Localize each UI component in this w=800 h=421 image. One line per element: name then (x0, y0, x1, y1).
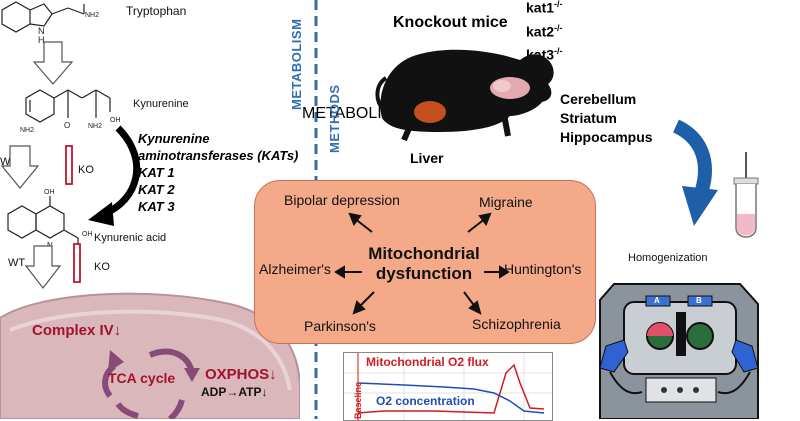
kat-title-2: aminotransferases (KATs) (138, 148, 298, 163)
wt-label-2: WT (8, 257, 25, 269)
kynurenic-acid-structure (7, 196, 79, 250)
kat-curved-arrow (102, 125, 141, 218)
o2-flux-trace (357, 363, 545, 414)
center-slot (676, 312, 686, 356)
kynurenine-nh2-chain: NH2 (88, 123, 102, 130)
kat-title-1: Kynurenine (138, 131, 210, 146)
region-hippocampus: Hippocampus (560, 129, 653, 145)
region-striatum: Striatum (560, 110, 617, 126)
kynurenine-label: Kynurenine (133, 98, 189, 110)
disease-arrows (334, 212, 510, 315)
disease-box (254, 180, 596, 344)
brain-organ-highlight (493, 80, 511, 92)
kynurenine-oh: OH (110, 117, 121, 124)
oxphos-label: OXPHOS↓ (205, 366, 277, 383)
wt-arrow-1 (0, 145, 40, 189)
chamber-a-label: A (654, 296, 660, 305)
genotype-kat2: kat2-/- (526, 22, 563, 40)
liver-organ (414, 101, 446, 123)
o2-concentration-trace (357, 382, 545, 414)
kynurenic-oh-top: OH (44, 189, 55, 196)
brain-regions-list: Cerebellum Striatum Hippocampus (560, 90, 653, 147)
mouse-leg-back (401, 124, 413, 142)
disease-alzheimers: Alzheimer's (259, 261, 331, 277)
tca-arrowhead-top (184, 368, 200, 382)
mito-dysfunction-line1: Mitochondrial (368, 244, 480, 263)
disease-huntingtons: Huntington's (504, 261, 582, 277)
methods-text: METHODS (327, 84, 342, 154)
kynurenine-o: O (64, 121, 70, 130)
flux-chart-traces (344, 353, 552, 420)
mitochondrion-inner (9, 309, 292, 391)
adp-atp-label: ADP→ATP↓ (201, 385, 268, 399)
liver-label: Liver (410, 150, 444, 166)
tca-arrow-bottom-left (115, 402, 139, 419)
chamber-b (686, 322, 714, 350)
chamber-b-label: B (696, 296, 702, 305)
baseline-label: Baseline (353, 382, 363, 419)
kat-curved-arrowhead (88, 202, 114, 226)
genotype-kat1: kat1-/- (526, 0, 563, 16)
region-cerebellum: Cerebellum (560, 91, 637, 107)
kynurenic-oh-side: OH (82, 231, 93, 238)
tca-arrowhead-left (108, 350, 124, 372)
baseline-text: Baseline (353, 381, 363, 419)
o2-concentration-text: O2 concentration (376, 394, 475, 408)
ko-label-1: KO (78, 164, 94, 176)
tryptophan-nh2: NH2 (85, 12, 99, 19)
flux-label-text: Mitochondrial O2 flux (366, 355, 489, 369)
tca-cycle-label: TCA cycle (108, 370, 176, 386)
ko-bar-2 (73, 243, 81, 283)
chamber-b-tab (687, 295, 713, 307)
chamber-a-tab (645, 295, 671, 307)
o2-concentration-label: O2 concentration (376, 394, 475, 408)
blue-arrowhead (682, 186, 718, 226)
kat1-label: KAT 1 (138, 165, 175, 180)
wt-arrow-2 (24, 245, 62, 289)
mouse-illustration (375, 49, 554, 142)
metabolism-text: METABOLISM (289, 18, 304, 110)
ko-label-2: KO (94, 261, 110, 273)
mouse-tail (375, 76, 388, 112)
indole-h-label: H (38, 35, 45, 45)
mito-dysfunction-label: Mitochondrial dysfunction (349, 244, 499, 284)
metabolism-vertical-text: METABOLISM (289, 19, 304, 110)
knockout-mice-title: Knockout mice (393, 14, 508, 31)
disease-parkinsons: Parkinson's (304, 318, 376, 334)
process-arrow (672, 119, 718, 226)
tryptophan-label: Tryptophan (126, 4, 186, 18)
disease-bipolar: Bipolar depression (284, 192, 400, 208)
right-electrode (731, 339, 759, 373)
kat2-label: KAT 2 (138, 182, 175, 197)
kat3-label: KAT 3 (138, 199, 175, 214)
kynurenine-structure (25, 89, 111, 123)
blue-curved-arrow (672, 119, 712, 192)
methods-vertical-text: METHODS (327, 85, 342, 154)
kynurenine-nh2-ring: NH2 (20, 127, 34, 134)
homogenization-label: Homogenization (628, 252, 708, 264)
disease-migraine: Migraine (479, 194, 533, 210)
flux-label: Mitochondrial O2 flux (366, 355, 489, 369)
indole-n-label: N (38, 26, 45, 36)
tryptophan-structure (1, 1, 85, 33)
disease-schizophrenia: Schizophrenia (472, 316, 561, 332)
oxygraph-device (599, 283, 759, 419)
kynurenic-acid-label: Kynurenic acid (94, 232, 166, 244)
tca-arrow-bottom-right (168, 399, 185, 419)
left-electrode (599, 339, 629, 373)
mitochondrion-shape (0, 292, 300, 419)
ko-bar-1 (65, 145, 73, 185)
complex-iv-label: Complex IV↓ (32, 322, 122, 339)
mito-dysfunction-line2: dysfunction (375, 264, 473, 283)
arrow-trp-to-kyn (32, 41, 74, 85)
metabolism-panel: N H NH2 Tryptophan NH2 O NH2 OH Kynureni… (0, 1, 300, 419)
mouse-leg-front (501, 113, 511, 137)
test-tube-icon (733, 152, 759, 238)
